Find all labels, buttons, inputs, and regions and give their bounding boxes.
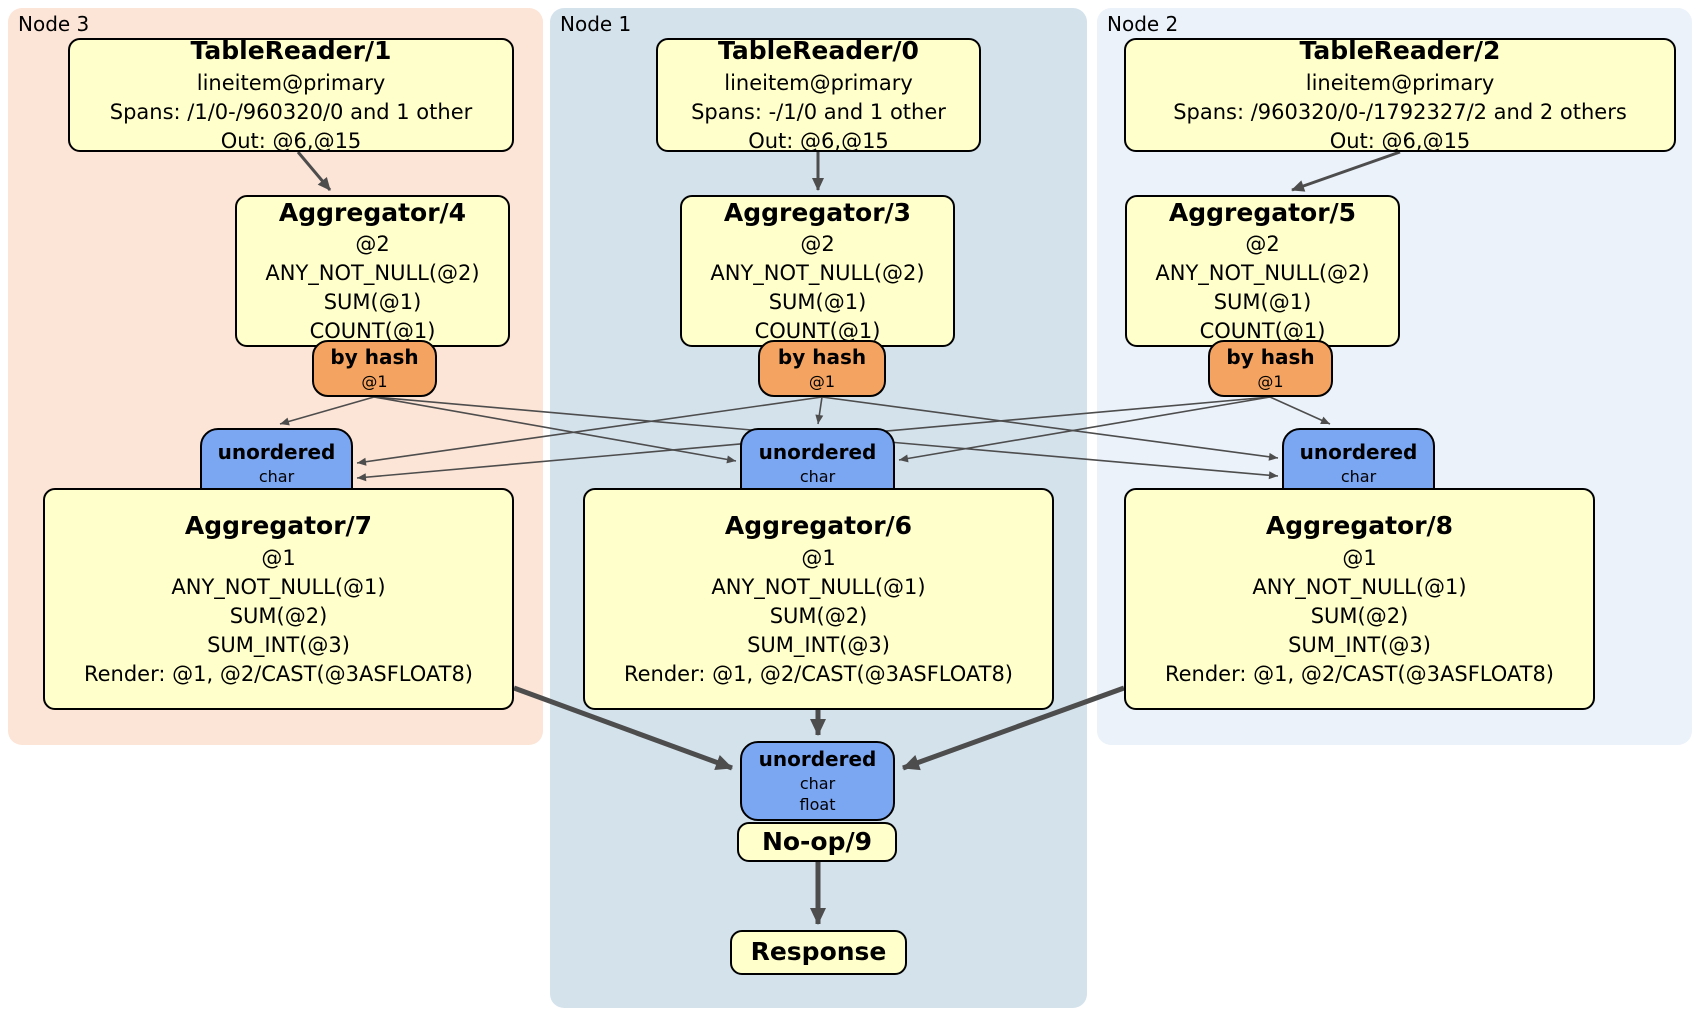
noop-9-box: No-op/9	[737, 822, 897, 862]
sync-title: unordered	[758, 747, 877, 772]
box-title: TableReader/0	[718, 36, 919, 66]
aggregator-5-box: Aggregator/5 @2 ANY_NOT_NULL(@2) SUM(@1)…	[1125, 195, 1400, 347]
router-title: by hash	[1226, 345, 1315, 370]
box-line: SUM_INT(@3)	[207, 632, 350, 657]
sync-title: unordered	[1299, 440, 1418, 464]
box-line: Render: @1, @2/CAST(@3ASFLOAT8)	[1164, 661, 1555, 686]
sync-line: float	[799, 794, 836, 814]
tablereader-1-box: TableReader/1 lineitem@primary Spans: /1…	[68, 36, 514, 153]
box-line: @2	[800, 232, 835, 257]
sync-title: unordered	[758, 440, 877, 464]
aggregator-4-box: Aggregator/4 @2 ANY_NOT_NULL(@2) SUM(@1)…	[235, 195, 510, 347]
unordered-sync-final: unordered char float	[740, 741, 895, 821]
box-line: ANY_NOT_NULL(@2)	[265, 261, 480, 286]
box-line: Spans: -/1/0 and 1 other	[691, 99, 946, 124]
tablereader-2-box: TableReader/2 lineitem@primary Spans: /9…	[1124, 36, 1676, 153]
aggregator-8-box: Aggregator/8 @1 ANY_NOT_NULL(@1) SUM(@2)…	[1124, 488, 1595, 710]
box-line: COUNT(@1)	[754, 319, 881, 344]
box-line: Spans: /1/0-/960320/0 and 1 other	[109, 99, 473, 124]
box-title: TableReader/1	[190, 36, 392, 66]
box-title: Aggregator/5	[1168, 197, 1357, 227]
router-key: @1	[808, 371, 836, 391]
hash-router-node3: by hash @1	[312, 340, 437, 397]
router-key: @1	[1257, 371, 1284, 391]
box-line: Out: @6,@15	[1329, 128, 1471, 153]
box-title: Aggregator/4	[278, 197, 467, 227]
box-line: SUM(@2)	[1310, 603, 1409, 628]
box-line: SUM_INT(@3)	[1288, 632, 1431, 657]
box-title: No-op/9	[761, 826, 873, 856]
box-line: @2	[1245, 232, 1280, 257]
box-line: SUM(@1)	[768, 290, 867, 315]
node1-label: Node 1	[560, 12, 632, 36]
node2-label: Node 2	[1107, 12, 1179, 36]
box-line: SUM_INT(@3)	[747, 632, 890, 657]
aggregator-3-box: Aggregator/3 @2 ANY_NOT_NULL(@2) SUM(@1)…	[680, 195, 955, 347]
box-line: Out: @6,@15	[220, 128, 362, 153]
hash-router-node2: by hash @1	[1208, 340, 1333, 397]
box-line: @1	[261, 545, 296, 570]
box-line: SUM(@1)	[323, 290, 422, 315]
box-line: ANY_NOT_NULL(@1)	[711, 574, 926, 599]
box-line: Render: @1, @2/CAST(@3ASFLOAT8)	[83, 661, 474, 686]
hash-router-node1: by hash @1	[758, 340, 886, 397]
aggregator-7-box: Aggregator/7 @1 ANY_NOT_NULL(@1) SUM(@2)…	[43, 488, 514, 710]
box-line: SUM(@2)	[229, 603, 328, 628]
box-line: ANY_NOT_NULL(@1)	[171, 574, 386, 599]
box-line: ANY_NOT_NULL(@1)	[1252, 574, 1467, 599]
box-title: Aggregator/8	[1265, 511, 1454, 541]
box-line: SUM(@1)	[1213, 290, 1312, 315]
box-line: SUM(@2)	[769, 603, 868, 628]
box-line: @1	[801, 545, 836, 570]
sync-line: char	[799, 466, 836, 486]
box-title: Aggregator/6	[724, 511, 913, 541]
box-title: Response	[750, 937, 887, 967]
box-title: Aggregator/3	[723, 197, 912, 227]
sync-line: char	[799, 774, 836, 793]
box-line: lineitem@primary	[196, 70, 386, 95]
router-key: @1	[361, 371, 388, 391]
router-title: by hash	[777, 345, 867, 370]
node3-label: Node 3	[18, 12, 90, 36]
box-line: COUNT(@1)	[309, 319, 436, 344]
box-line: @1	[1342, 545, 1377, 570]
sync-line: char	[1340, 466, 1377, 486]
box-line: @2	[355, 232, 390, 257]
box-line: Out: @6,@15	[748, 128, 889, 153]
box-line: lineitem@primary	[724, 70, 913, 95]
response-box: Response	[730, 930, 907, 975]
box-line: lineitem@primary	[1305, 70, 1495, 95]
tablereader-0-box: TableReader/0 lineitem@primary Spans: -/…	[656, 36, 981, 153]
box-title: Aggregator/7	[184, 511, 373, 541]
sync-title: unordered	[217, 440, 336, 464]
box-title: TableReader/2	[1299, 36, 1501, 66]
sync-line: char	[258, 466, 295, 486]
box-line: Render: @1, @2/CAST(@3ASFLOAT8)	[623, 661, 1014, 686]
box-line: Spans: /960320/0-/1792327/2 and 2 others	[1173, 99, 1627, 124]
box-line: COUNT(@1)	[1199, 319, 1326, 344]
aggregator-6-box: Aggregator/6 @1 ANY_NOT_NULL(@1) SUM(@2)…	[583, 488, 1054, 710]
box-line: ANY_NOT_NULL(@2)	[710, 261, 925, 286]
box-line: ANY_NOT_NULL(@2)	[1155, 261, 1370, 286]
router-title: by hash	[330, 345, 419, 370]
